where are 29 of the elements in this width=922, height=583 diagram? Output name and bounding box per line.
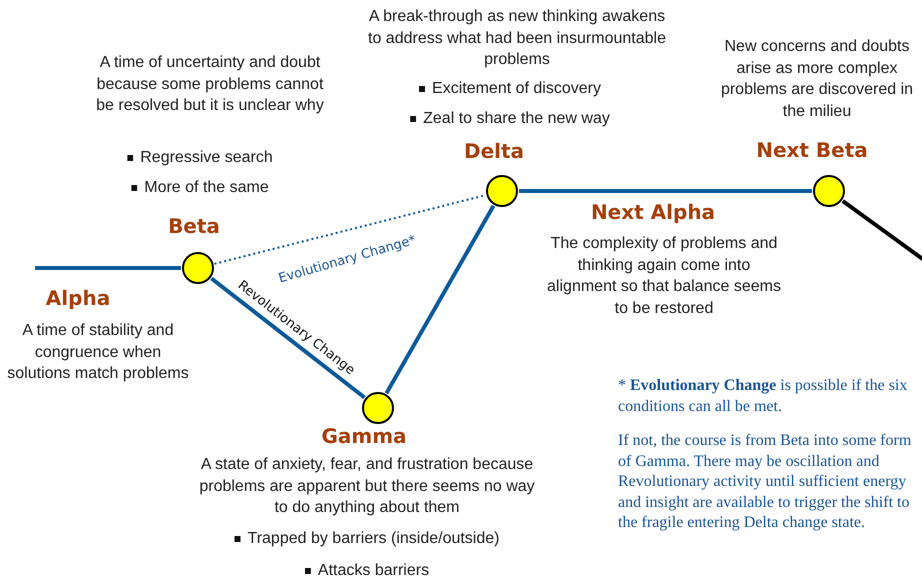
state-description: A state of anxiety, fear, and frustration because problems are apparent but there seems no way to do anything about them [198,455,536,518]
state-name: Beta [168,214,220,238]
bullet-text: Regressive search [140,149,273,167]
state-description: A break-through as new thinking awakens to address what had been insurmountable problems [367,7,667,70]
note-text: *Evolutionary Change is possible if the six conditions can all be met. [618,376,908,416]
state-description: The complexity of problems and thinking again come into alignment so that balance seems to be restored [546,234,782,318]
state-name: Next Beta [756,138,868,162]
state-circle [362,392,394,424]
bullet-text: More of the same [144,179,269,197]
state-description: A time of stability and congruence when solutions match problems [7,321,189,384]
state-circle [486,175,518,207]
connector-line [384,204,496,394]
bullet-text: Zeal to share the new way [423,110,610,128]
bullet-text: Attacks barriers [318,562,430,580]
bullet-text: Trapped by barriers (inside/outside) [248,530,500,548]
state-description: New concerns and doubts arise as more complex problems are discovered in the milieu [720,37,914,122]
connector-line [519,189,812,193]
connector-line [210,276,366,400]
bullet-text: Excitement of discovery [432,80,601,98]
state-name: Next Alpha [590,200,716,224]
note-text: If not, the course is from Beta into some form of Gamma. There may be oscillation and Revolutionary activity until sufficient energy and insight are available to trigger the shift to the fragile entering Delta change state. [618,431,912,533]
connector-line [35,266,181,270]
state-circle [813,175,845,207]
state-description: A time of uncertainty and doubt because some problems cannot be resolved but it is unclear why [95,53,325,116]
state-name: Delta [464,139,524,163]
dotted-line [214,194,486,265]
state-name: Gamma [321,424,407,448]
state-name: Alpha [46,286,110,310]
state-circle [182,252,214,284]
